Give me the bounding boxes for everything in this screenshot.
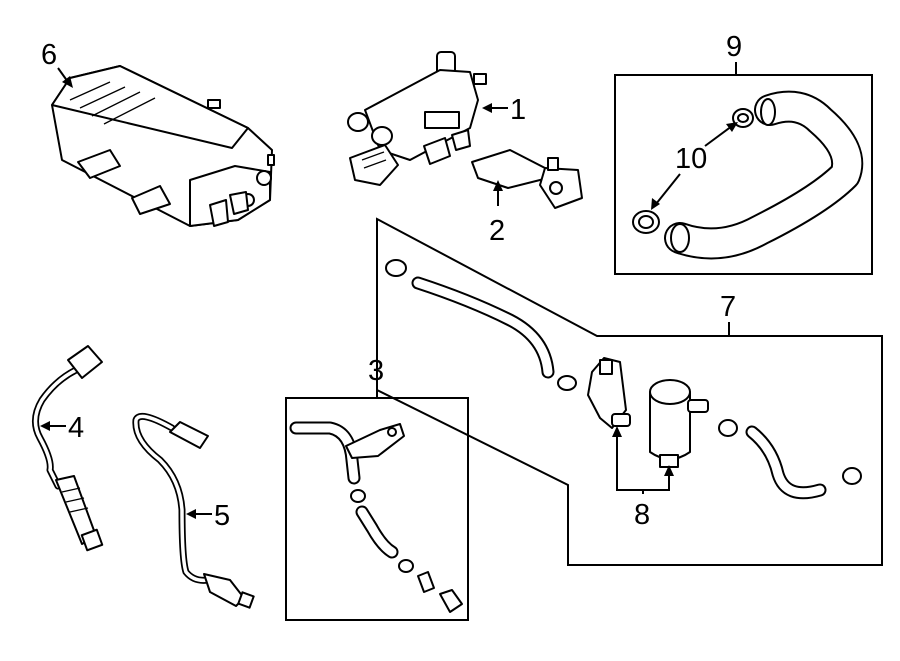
- callout-2: 2: [489, 180, 505, 247]
- callout-10: 10: [651, 122, 738, 210]
- box-9: [614, 74, 873, 275]
- callout-3: 3: [368, 355, 384, 398]
- callout-1-label: 1: [510, 94, 526, 126]
- callout-9: 9: [726, 31, 742, 75]
- part-8-valve: [587, 357, 631, 429]
- part-2-bracket: [471, 149, 583, 209]
- part-7-clamps: [385, 259, 862, 485]
- part-7-hose-upper: [411, 276, 555, 379]
- callout-4: 4: [40, 412, 84, 444]
- part-3-tube-assembly: [289, 421, 463, 613]
- callout-6: 6: [41, 39, 73, 88]
- callout-8: 8: [612, 426, 674, 531]
- part-10-clamps: [632, 108, 754, 234]
- part-5-oxygen-sensor: [132, 412, 255, 609]
- part-7-hose-lower: [745, 425, 827, 500]
- callout-1: 1: [482, 94, 526, 126]
- callout-4-label: 4: [68, 412, 84, 444]
- callout-7-label: 7: [720, 291, 736, 323]
- callout-3-label: 3: [368, 355, 384, 387]
- callout-5: 5: [186, 500, 230, 532]
- part-1-purge-valve: [347, 51, 487, 186]
- callout-7: 7: [720, 291, 736, 336]
- callout-5-label: 5: [214, 500, 230, 532]
- box-7: [376, 217, 883, 566]
- callout-6-label: 6: [41, 39, 57, 71]
- part-6-canister: [51, 65, 275, 227]
- callout-8-label: 8: [634, 499, 650, 531]
- callout-2-label: 2: [489, 215, 505, 247]
- callout-9-label: 9: [726, 31, 742, 63]
- callout-10-label: 10: [675, 143, 707, 175]
- part-8-filter: [649, 379, 709, 468]
- part-9-hose: [664, 90, 864, 260]
- part-4-oxygen-sensor: [32, 345, 104, 552]
